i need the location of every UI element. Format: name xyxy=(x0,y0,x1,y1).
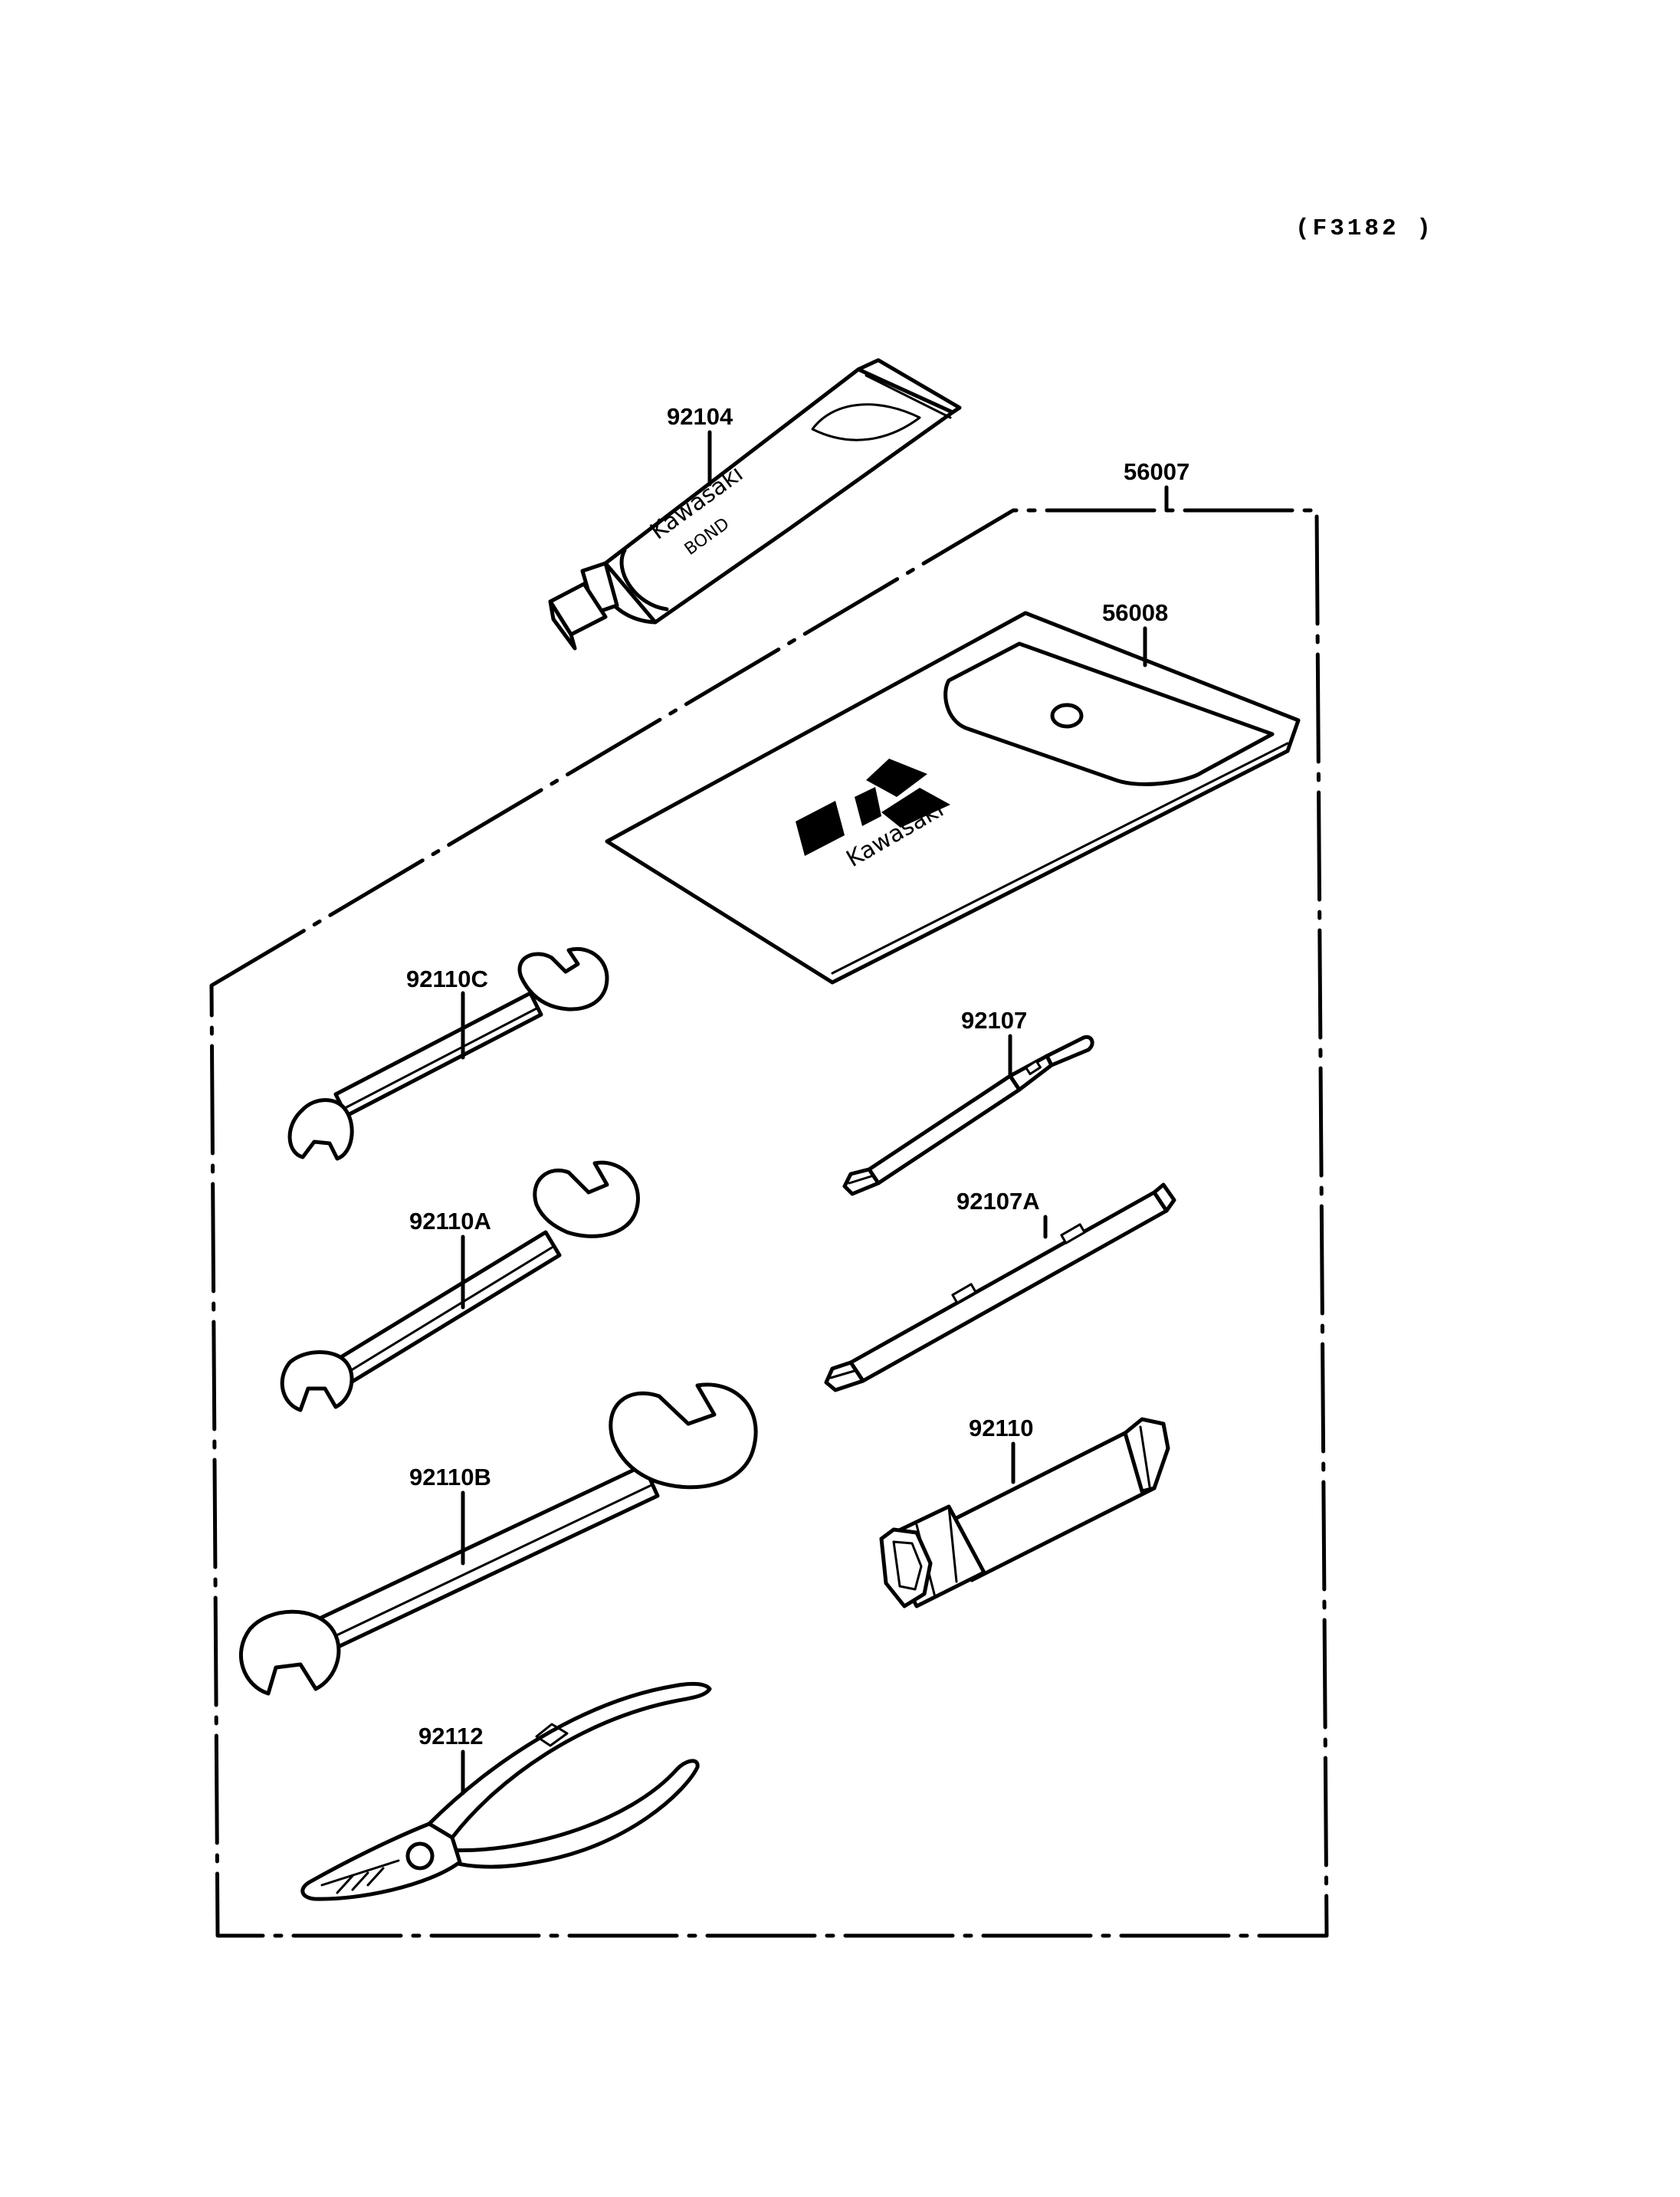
part-label-92110b: 92110B xyxy=(409,1464,491,1490)
part-label-92104: 92104 xyxy=(667,403,733,430)
part-label-92110c: 92110C xyxy=(406,966,488,992)
part-label-56008: 56008 xyxy=(1102,599,1168,626)
wrench-92110b xyxy=(239,1382,758,1696)
part-label-92110a: 92110A xyxy=(409,1208,491,1235)
part-label-92107a: 92107A xyxy=(956,1188,1040,1215)
part-label-92110: 92110 xyxy=(969,1415,1034,1441)
pliers-92112 xyxy=(300,1681,712,1901)
part-label-92112: 92112 xyxy=(418,1723,484,1749)
screwdriver-handle-92107a xyxy=(824,1182,1176,1392)
plug-wrench-92110 xyxy=(879,1417,1170,1608)
figure-code: (F3182 ) xyxy=(1295,215,1434,242)
part-label-92107: 92107 xyxy=(961,1007,1027,1034)
tool-pouch: Kawasaki xyxy=(605,611,1301,985)
part-labels: 92104 56007 56008 92110C 92107 92110A 92… xyxy=(406,403,1189,1749)
bond-tube: Kawasaki BOND xyxy=(548,358,962,651)
kit-outline xyxy=(209,508,1329,1938)
screwdriver-bit-92107 xyxy=(842,1035,1094,1196)
leader-lines xyxy=(461,430,1169,1795)
wrench-92110c xyxy=(287,947,609,1161)
wrench-92110a xyxy=(280,1160,640,1412)
part-label-56007: 56007 xyxy=(1124,458,1189,485)
